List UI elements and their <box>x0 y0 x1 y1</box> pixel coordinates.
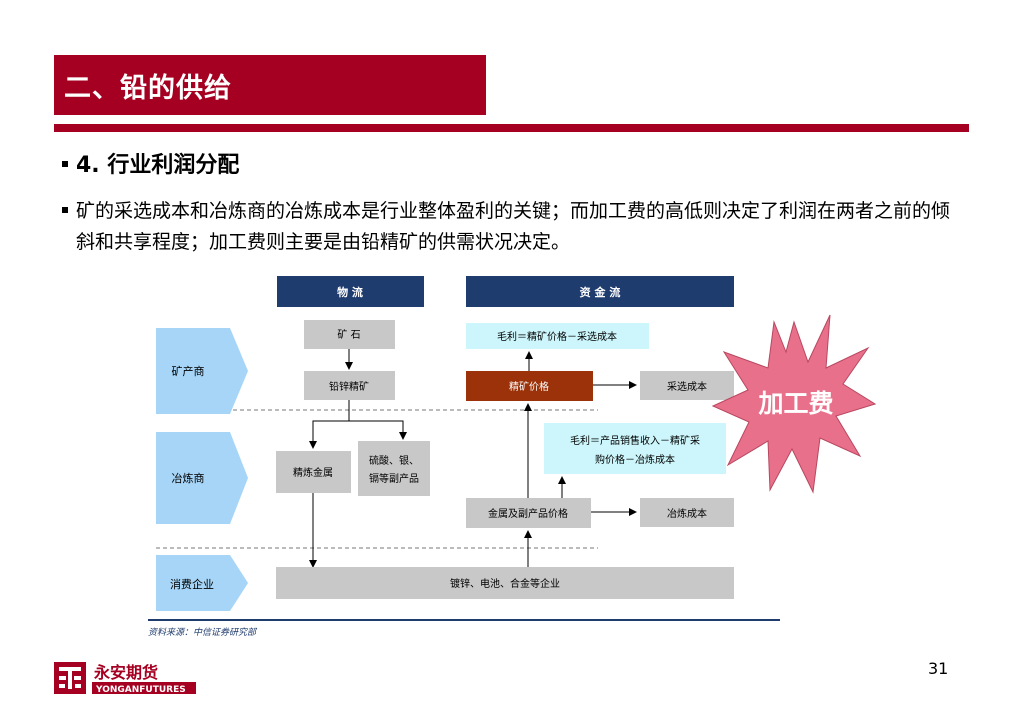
mining-cost-label: 采选成本 <box>667 380 707 393</box>
capital-header <box>466 276 734 307</box>
concentrate-to-byproduct-arrow <box>349 420 407 440</box>
row-chevron-smelter <box>156 432 248 524</box>
capital-header-label: 资 金 流 <box>580 285 621 299</box>
byproducts-label-2: 镉等副产品 <box>369 472 419 485</box>
metal-price-label: 金属及副产品价格 <box>488 507 568 520</box>
row-label-consumer: 消费企业 <box>170 577 214 591</box>
source-note: 资料来源：中信证券研究部 <box>148 628 257 638</box>
concentrate-price-box <box>466 371 593 401</box>
starburst-shape <box>711 314 877 494</box>
smelting-cost-label: 冶炼成本 <box>667 507 707 520</box>
slide-title: 二、铅的供给 <box>64 73 232 104</box>
ore-box <box>304 320 395 349</box>
processing-fee-starburst: 加工费 <box>711 312 877 494</box>
logo-name-en: YONGANFUTURES <box>95 685 186 695</box>
byproducts-box <box>358 441 430 496</box>
concentrate-box <box>304 371 395 400</box>
gross-profit-miner-label: 毛利＝精矿价格－采选成本 <box>497 330 617 343</box>
company-logo: 永安期货 YONGANFUTURES <box>54 660 196 696</box>
byproducts-label-1: 硫酸、银、 <box>369 454 419 467</box>
row-chevron-miner <box>156 328 248 414</box>
row-chevron-consumer <box>156 555 248 611</box>
title-rule <box>54 124 969 132</box>
consumer-label: 镀锌、电池、合金等企业 <box>450 577 560 590</box>
title-bar <box>54 55 486 115</box>
smelting-cost-box <box>640 498 734 527</box>
concentrate-to-metal-arrow <box>309 400 350 449</box>
logo-name-cn: 永安期货 <box>93 663 158 682</box>
consumer-box <box>276 567 734 599</box>
row-label-miner: 矿产商 <box>172 364 205 378</box>
logistics-header-label: 物 流 <box>337 285 363 299</box>
gross-profit-smelter-label-2: 购价格－冶炼成本 <box>595 453 675 466</box>
row-label-smelter: 冶炼商 <box>172 471 205 485</box>
gross-profit-smelter-box <box>544 423 726 474</box>
metal-price-box <box>466 498 591 528</box>
refined-metal-label: 精炼金属 <box>293 466 333 479</box>
mining-cost-box <box>640 371 734 400</box>
body-paragraph: 矿的采选成本和冶炼商的冶炼成本是行业整体盈利的关键；而加工费的高低则决定了利润在… <box>76 200 951 253</box>
processing-fee-label: 加工费 <box>757 389 833 418</box>
page-number: 31 <box>928 659 949 678</box>
concentrate-label: 铅锌精矿 <box>329 380 369 393</box>
bullet-icon <box>62 207 68 213</box>
gross-profit-smelter-label-1: 毛利＝产品销售收入－精矿采 <box>570 434 700 447</box>
section-subheading: 4. 行业利润分配 <box>76 153 240 178</box>
concentrate-price-label: 精矿价格 <box>509 380 549 393</box>
profit-flow-diagram: 物 流 资 金 流 矿产商 冶炼商 消费企业 矿 石 铅锌精矿 精炼金属 硫酸、… <box>148 272 798 647</box>
gross-profit-miner-box <box>466 323 649 349</box>
logistics-header <box>277 276 424 307</box>
bullet-icon <box>62 161 68 167</box>
refined-metal-box <box>276 451 351 493</box>
ore-label: 矿 石 <box>337 328 360 341</box>
